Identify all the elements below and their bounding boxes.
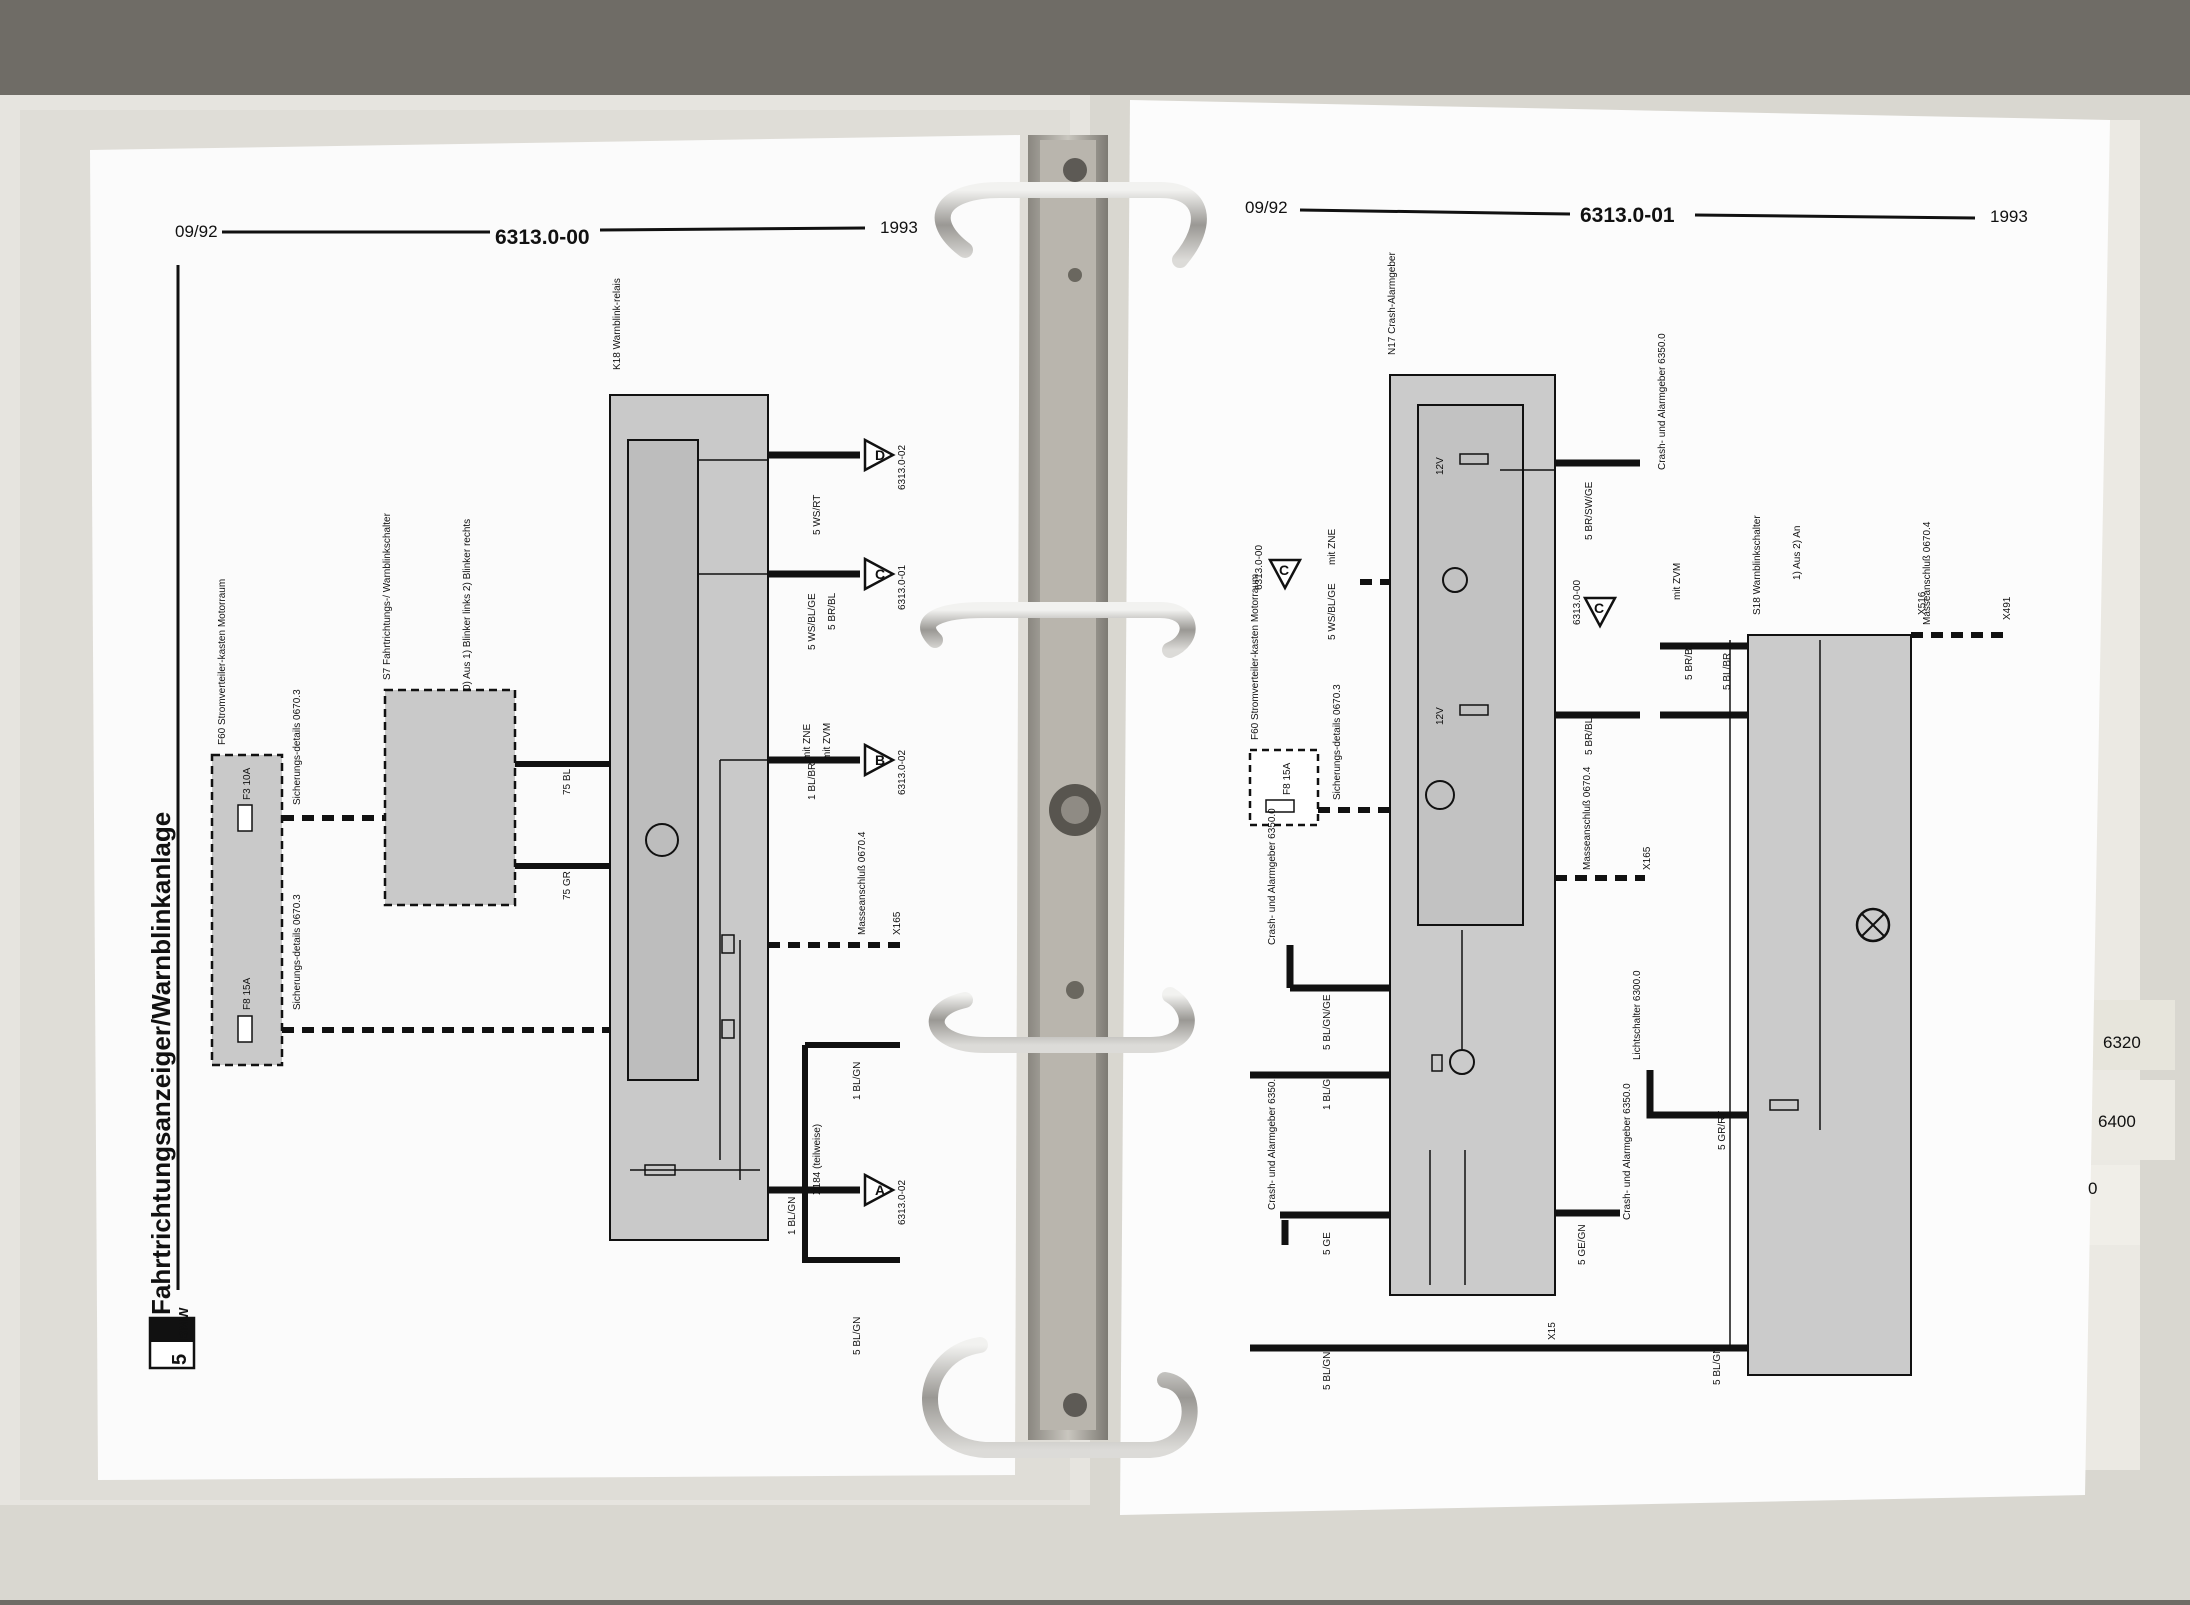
label-light-switch: Lichtschalter 6300.0	[1632, 970, 1643, 1060]
series-number: 5	[169, 1354, 191, 1365]
label-s18-options: 1) Aus 2) An	[1792, 526, 1803, 580]
label-x184: X184 (teilweise)	[812, 1124, 823, 1195]
wire-cz: 5 WS/RT	[812, 495, 823, 535]
label-ground: Masseanschluß 0670.4	[857, 831, 868, 935]
switch-s7	[383, 688, 517, 907]
wire-right-wb: 5 WS/BL/GE	[1327, 583, 1338, 640]
right-date: 09/92	[1245, 198, 1288, 217]
ref-c1-target: 6313.0-00	[1254, 545, 1265, 590]
index-tabs: 6320 6400 0	[2088, 1033, 2141, 1198]
label-crash-3: Crash- und Alarmgeber 6350.0	[1267, 1073, 1278, 1210]
left-date: 09/92	[175, 222, 218, 241]
left-page-number: 6313.0-00	[495, 226, 590, 249]
ref-c: C	[875, 566, 885, 582]
label-n17: N17 Crash-Alarmgeber	[1387, 252, 1398, 355]
wire-wb: 5 WS/BL/GE	[807, 593, 818, 650]
left-page	[90, 135, 1020, 1480]
left-page-title: Fahrtrichtungsanzeiger/Warnblinkanlage	[146, 812, 176, 1315]
index-tab-6320[interactable]	[2080, 1000, 2175, 1070]
label-k18: K18 Warnblink-relais	[612, 278, 623, 370]
wire-la2: 1 BL/GN	[852, 1062, 863, 1100]
wire-right-wb7: 5 BR/BL	[1584, 717, 1595, 755]
ref-c2-target: 6313.0-00	[1572, 580, 1583, 625]
ref-b-target: 6313.0-02	[897, 750, 908, 795]
hazard-switch-s18	[1747, 634, 1912, 1376]
wire-ge: 5 GE	[1322, 1232, 1333, 1255]
label-s18: S18 Warnblinkschalter	[1752, 515, 1763, 615]
index-tab-6400[interactable]	[2080, 1080, 2175, 1160]
right-page-number: 6313.0-01	[1580, 204, 1675, 227]
wire-cs: 5 BR/SW/GE	[1584, 481, 1595, 540]
ref-c2: C	[1594, 600, 1604, 616]
ref-d-target: 6313.0-02	[897, 445, 908, 490]
label-right-f60: F60 Stromverteiler-kasten Motorraum	[1250, 574, 1261, 740]
wire-bl-br: 5 BL/BR	[1722, 653, 1733, 690]
left-mit-zvm: mit ZVM	[822, 723, 833, 760]
label-x165: X165	[892, 911, 903, 935]
wire-gr-rt: 5 GR/RT	[1717, 1111, 1728, 1150]
ref-c1: C	[1279, 562, 1289, 578]
tab-6400-label: 6400	[2098, 1112, 2136, 1131]
right-mit-zne: mit ZNE	[1327, 529, 1338, 565]
binder-rings	[920, 182, 1207, 1458]
tab-6320-label: 6320	[2103, 1033, 2141, 1052]
tab-0-label: 0	[2088, 1179, 2097, 1198]
left-page-text: 09/92 6313.0-00 1993 BMW 5 Fahrtrichtung…	[146, 218, 918, 1365]
label-f8: F8 15A	[242, 977, 253, 1010]
left-year: 1993	[880, 218, 918, 237]
label-fuse-details-2: Sicherungs-details 0670.3	[292, 894, 303, 1010]
label-12v-a: 12V	[1435, 457, 1446, 475]
label-right-f8: F8 15A	[1282, 762, 1293, 795]
wire-la: 1 BL/GN	[787, 1197, 798, 1235]
label-s7-options: 0) Aus 1) Blinker links 2) Blinker recht…	[462, 519, 473, 690]
label-x516: X516	[1917, 591, 1928, 615]
ref-b: B	[875, 752, 885, 768]
wire-dwa: 5 BL/GN/GE	[1322, 994, 1333, 1050]
right-year: 1993	[1990, 207, 2028, 226]
wire-br-bl: 5 BR/BL	[1684, 642, 1695, 680]
bmw-logo-text: BMW	[176, 1307, 191, 1340]
label-ground-2: Masseanschluß 0670.4	[1922, 521, 1933, 625]
label-12v-b: 12V	[1435, 707, 1446, 725]
right-page-text: 09/92 6313.0-01 1993 N17 Crash-Alarmgebe…	[1245, 198, 2028, 1390]
right-diagram	[1248, 208, 2010, 1376]
label-right-x165: X165	[1642, 846, 1653, 870]
right-mit-zvm: mit ZVM	[1672, 563, 1683, 600]
wire-wb2: 5 BR/BL	[827, 592, 838, 630]
label-crash-2: Crash- und Alarmgeber 6350.0	[1267, 808, 1278, 945]
wire-75gr: 75 GR	[562, 871, 573, 900]
ref-a: A	[875, 1182, 885, 1198]
label-fuse-details-1: Sicherungs-details 0670.3	[292, 689, 303, 805]
wire-lm: 5 GE/GN	[1577, 1224, 1588, 1265]
label-f60: F60 Stromverteiler-kasten Motorraum	[217, 579, 228, 745]
left-diagram	[148, 226, 900, 1370]
left-mit-zne: mit ZNE	[802, 724, 813, 760]
label-x15: X15	[1547, 1322, 1558, 1340]
wire-bottom: 5 BL/GN	[852, 1317, 863, 1355]
wire-bl: 1 BL/GN	[1322, 1072, 1333, 1110]
label-x491: X491	[2002, 596, 2013, 620]
wire-bl-gn-2: 5 BL/GN	[1712, 1347, 1723, 1385]
label-f3: F3 10A	[242, 767, 253, 800]
label-ground-1: Masseanschluß 0670.4	[1582, 766, 1593, 870]
wire-75bl: 75 BL	[562, 768, 573, 795]
label-s7: S7 Fahrtrichtungs-/ Warnblinkschalter	[382, 512, 393, 680]
label-right-fuse-details: Sicherungs-details 0670.3	[1332, 684, 1343, 800]
label-crash-4: Crash- und Alarmgeber 6350.0	[1622, 1083, 1633, 1220]
ref-c-target: 6313.0-01	[897, 565, 908, 610]
ref-a-target: 6313.0-02	[897, 1180, 908, 1225]
wire-ra: 1 BL/BR	[807, 763, 818, 800]
ref-d: D	[875, 447, 885, 463]
label-crash-1: Crash- und Alarmgeber 6350.0	[1657, 333, 1668, 470]
wire-bl-gn-1: 5 BL/GN	[1322, 1352, 1333, 1390]
